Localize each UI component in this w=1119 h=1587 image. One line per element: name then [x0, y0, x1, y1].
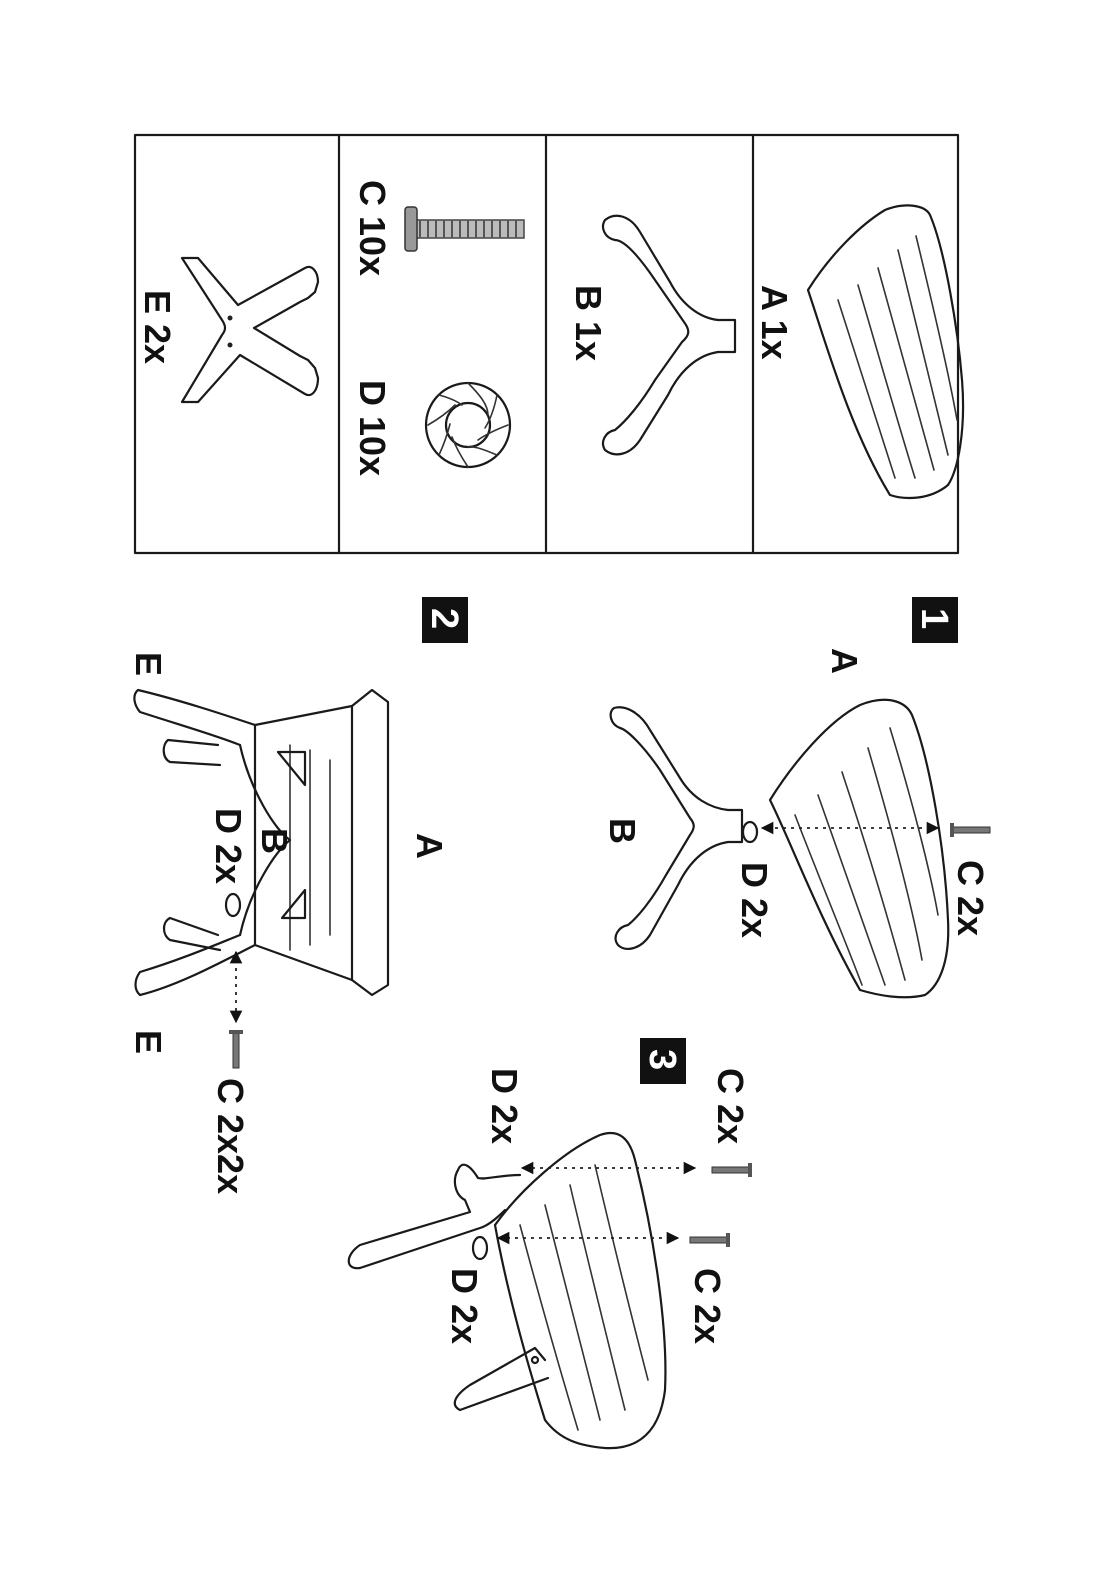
part-b-frame-drawing	[603, 216, 735, 455]
step-2-label-b: B	[254, 828, 295, 854]
step-3-seat	[495, 1133, 665, 1448]
step-1-label-b: B	[602, 818, 643, 844]
part-d-washer-drawing	[426, 383, 510, 467]
step-3-label-c-bottom: C 2x	[687, 1268, 728, 1344]
step-2: 2 A B E E D 2x C 2x2x	[128, 597, 468, 1194]
step-1-seat	[770, 700, 948, 997]
step-2-label-e-top: E	[128, 652, 169, 676]
step-1-number: 1	[913, 608, 955, 629]
parts-table: A 1x B 1x C 10x D 10x E 2x	[135, 135, 963, 553]
step-1-label-d: D 2x	[734, 862, 775, 938]
part-e-leg-drawing	[182, 258, 318, 402]
step-2-label-c: C 2x2x	[210, 1078, 251, 1194]
step-3-label-d-top: D 2x	[484, 1068, 525, 1144]
part-d-label: D 10x	[352, 380, 393, 476]
step-3: 3 C 2x D 2x C 2x D 2x	[349, 1038, 752, 1448]
step-2-washer	[226, 894, 240, 916]
step-2-label-d: D 2x	[208, 808, 249, 884]
part-c-screw-drawing	[405, 207, 524, 251]
step-1-label-c: C 2x	[950, 860, 991, 936]
step-3-screw-icon-top	[712, 1163, 752, 1177]
step-2-label-a: A	[409, 833, 450, 859]
step-3-label-c-top: C 2x	[710, 1068, 751, 1144]
step-1-label-a: A	[824, 648, 865, 674]
part-e-label: E 2x	[137, 290, 178, 364]
part-c-label: C 10x	[352, 180, 393, 276]
step-3-number: 3	[641, 1049, 683, 1070]
step-1: 1 A B C 2x D 2x	[602, 597, 991, 997]
step-3-washer	[473, 1237, 487, 1259]
step-2-number: 2	[423, 608, 465, 629]
step-2-label-e-bottom: E	[128, 1030, 169, 1054]
step-1-screw-icon	[950, 823, 990, 837]
part-a-seat-drawing	[808, 205, 963, 498]
step-3-label-d-bottom: D 2x	[444, 1268, 485, 1344]
step-3-screw-icon-bottom	[690, 1233, 730, 1247]
part-a-label: A 1x	[754, 285, 795, 360]
part-b-label: B 1x	[568, 285, 609, 361]
step-2-screw-icon	[229, 1030, 243, 1068]
